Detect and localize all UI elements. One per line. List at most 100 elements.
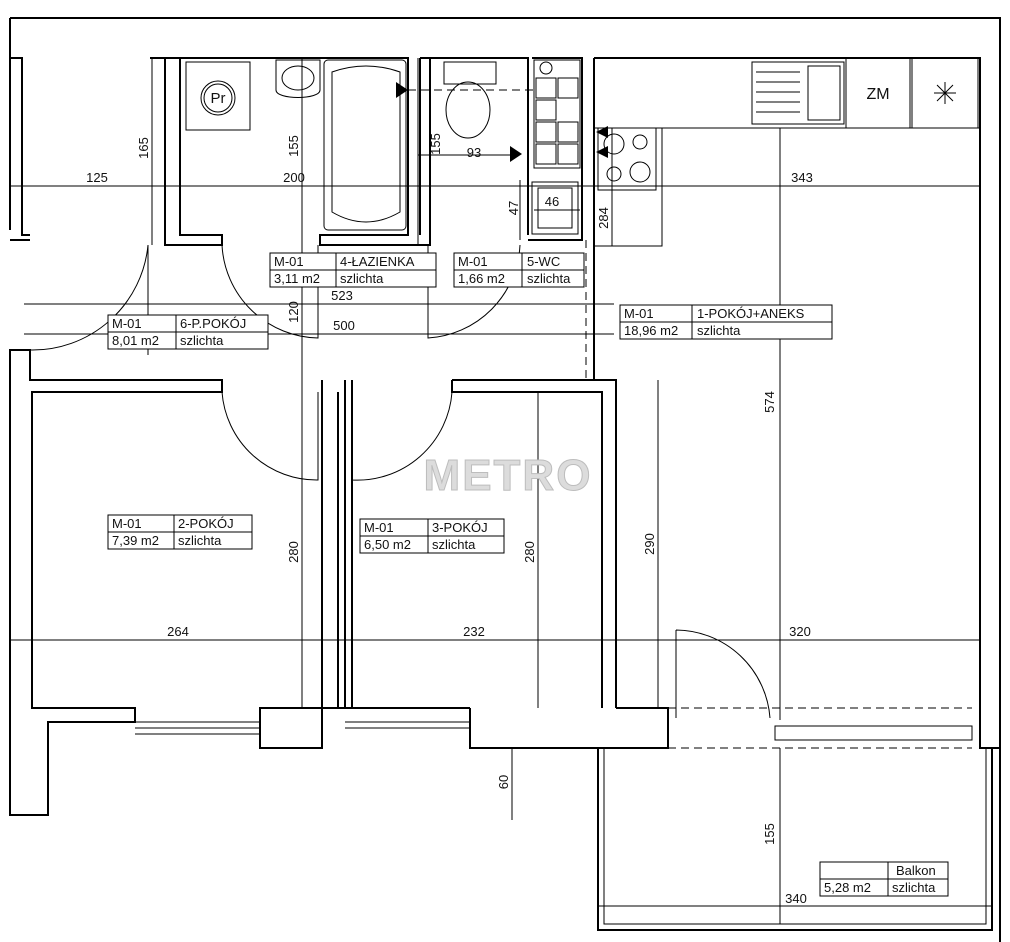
room-5-area: 1,66 m2 [458, 271, 505, 286]
balcony-finish: szlichta [892, 880, 936, 895]
dim-47: 47 [506, 201, 521, 215]
dim-155-b: 155 [428, 133, 443, 155]
toilet-tank [443, 61, 497, 85]
room-5-finish: szlichta [527, 271, 571, 286]
room-label-2: M-01 2-POKÓJ 7,39 m2 szlichta [107, 514, 253, 550]
room-5-name: 5-WC [527, 254, 560, 269]
dim-523: 523 [331, 288, 353, 303]
dim-280-b: 280 [522, 541, 537, 563]
door-balcony [675, 629, 771, 719]
dim-264: 264 [167, 624, 189, 639]
balcony-rail [603, 748, 987, 925]
room-label-5: M-01 5-WC 1,66 m2 szlichta [453, 252, 585, 288]
fridge [911, 57, 979, 129]
kitchen-sink-bowl [807, 65, 841, 121]
room-6-name: 6-P.POKÓJ [180, 316, 246, 331]
wall-left-lower [9, 349, 223, 816]
wall-divider [321, 380, 353, 709]
room-5-code: M-01 [458, 254, 488, 269]
room-1-finish: szlichta [697, 323, 741, 338]
room-2-area: 7,39 m2 [112, 533, 159, 548]
room-3-name: 3-POKÓJ [432, 520, 488, 535]
room-label-6: M-01 6-P.POKÓJ 8,01 m2 szlichta [107, 314, 269, 350]
kitchen-counter [594, 127, 980, 247]
dim-200: 200 [283, 170, 305, 185]
vent-arrow-1 [396, 82, 408, 98]
room-label-3: M-01 3-POKÓJ 6,50 m2 szlichta [359, 518, 505, 554]
room-label-1: M-01 1-POKÓJ+ANEKS 18,96 m2 szlichta [619, 304, 833, 340]
burner-2 [632, 134, 648, 150]
balcony-outline [597, 748, 993, 931]
room-2-name: 2-POKÓJ [178, 516, 234, 531]
washer-label: Pr [211, 90, 226, 107]
toilet-bowl [445, 81, 491, 139]
door-bathroom [221, 244, 319, 339]
balcony-name: Balkon [896, 863, 936, 878]
window-room3 [345, 721, 470, 729]
burner-4 [629, 161, 651, 183]
watermark: METRO [424, 451, 593, 500]
dim-155-a: 155 [286, 135, 301, 157]
dim-46: 46 [545, 194, 559, 209]
dim-125: 125 [86, 170, 108, 185]
wc-sink [531, 181, 579, 235]
wall-kitchen-top [594, 57, 1000, 749]
dim-574: 574 [762, 391, 777, 413]
room-4-code: M-01 [274, 254, 304, 269]
room-4-name: 4-ŁAZIENKA [340, 254, 415, 269]
dim-343: 343 [791, 170, 813, 185]
vent-arrow-3 [596, 126, 608, 138]
room-label-balcony: Balkon 5,28 m2 szlichta [819, 861, 949, 897]
door-room2 [221, 391, 319, 481]
room-6-area: 8,01 m2 [112, 333, 159, 348]
dimension-lines [10, 58, 992, 924]
dim-320: 320 [789, 624, 811, 639]
room-2-finish: szlichta [178, 533, 222, 548]
outer-frame [10, 17, 1001, 942]
washer [185, 61, 251, 131]
balcony-area: 5,28 m2 [824, 880, 871, 895]
room-3-finish: szlichta [432, 537, 476, 552]
burner-1 [603, 133, 625, 155]
dim-290: 290 [642, 533, 657, 555]
wall-room3-top [451, 379, 617, 708]
room-4-finish: szlichta [340, 271, 384, 286]
dim-155-c: 155 [762, 823, 777, 845]
room-1-area: 18,96 m2 [624, 323, 678, 338]
room-1-name: 1-POKÓJ+ANEKS [697, 306, 805, 321]
washer-drum-inner [203, 83, 233, 113]
dim-340: 340 [785, 891, 807, 906]
dim-93: 93 [467, 145, 481, 160]
dim-120: 120 [286, 301, 301, 323]
room-1-code: M-01 [624, 306, 654, 321]
bathtub-inner [331, 65, 401, 223]
dim-280-a: 280 [286, 541, 301, 563]
washer-drum [200, 80, 236, 116]
dim-284: 284 [596, 207, 611, 229]
room-4-area: 3,11 m2 [274, 271, 320, 286]
room-6-finish: szlichta [180, 333, 224, 348]
door-room3 [351, 391, 453, 481]
burner-3 [606, 166, 622, 182]
window-kitchen [774, 725, 973, 741]
dim-60: 60 [496, 775, 511, 789]
dim-232: 232 [463, 624, 485, 639]
cooktop [597, 127, 657, 191]
wall-room2-top [32, 380, 223, 393]
drainboard [756, 71, 800, 113]
vent-arrow-4 [596, 146, 608, 158]
wall-left-strip [10, 57, 30, 241]
fridge-snowflake-icon [934, 82, 956, 104]
wall-wc [419, 57, 583, 241]
room-3-code: M-01 [364, 520, 394, 535]
kitchen-sink [751, 61, 845, 125]
wc-sink-inner [537, 187, 573, 229]
room-6-code: M-01 [112, 316, 142, 331]
shaft-cells [535, 61, 579, 165]
room-2-code: M-01 [112, 516, 142, 531]
vent-arrow-2 [510, 146, 522, 162]
room-3-area: 6,50 m2 [364, 537, 411, 552]
wc-shaft [533, 59, 581, 169]
bathtub [323, 59, 407, 231]
